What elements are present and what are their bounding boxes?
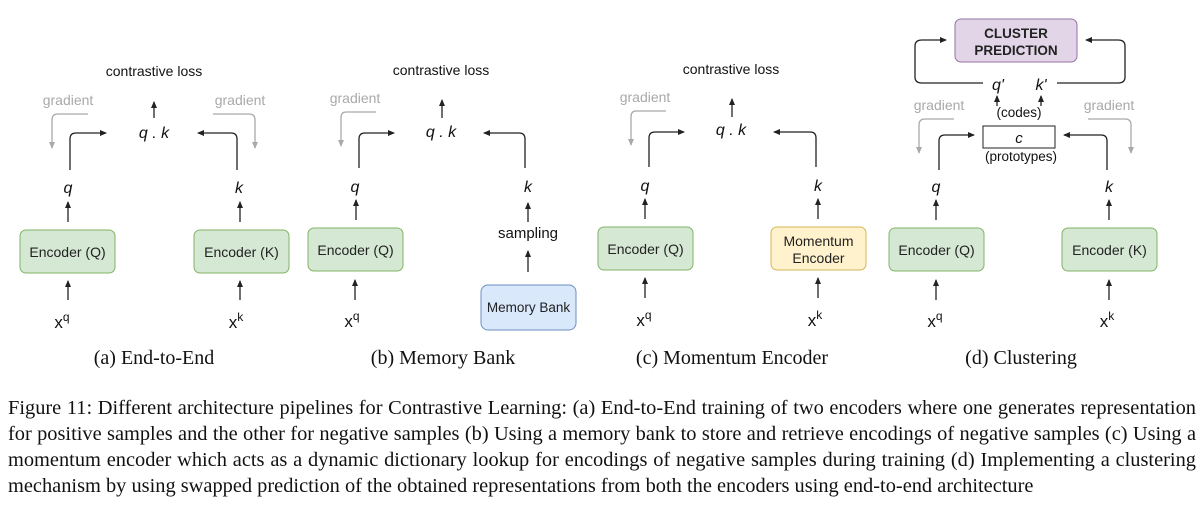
- gradient-arrow-left: [338, 111, 376, 147]
- k-label: k: [524, 179, 533, 196]
- encoder-k-label: Encoder (K): [1072, 242, 1147, 258]
- input-xk: xk: [808, 308, 824, 330]
- contrastive-loss-label: contrastive loss: [683, 61, 779, 77]
- input-xq: xq: [54, 310, 69, 332]
- input-xk: xk: [229, 310, 245, 332]
- subcaption-memory-bank: (b) Memory Bank: [370, 347, 516, 369]
- gradient-label-left: gradient: [43, 92, 94, 108]
- contrastive-loss-label: contrastive loss: [393, 62, 489, 78]
- k-prime-to-cluster-arrow: [1057, 37, 1126, 84]
- encoder-q-box: [307, 227, 404, 272]
- gradient-arrow-right: [1088, 118, 1134, 154]
- figure-caption: Figure 11: Different architecture pipeli…: [8, 397, 1196, 497]
- k-to-similarity-arrow: [773, 129, 817, 167]
- gradient-label-left: gradient: [330, 90, 381, 106]
- q-label: q: [64, 180, 73, 197]
- q-to-similarity-arrow: [358, 130, 395, 168]
- q-label: q: [932, 179, 941, 196]
- k-prime-label: k': [1035, 77, 1047, 94]
- panel-clustering: CLUSTER PREDICTION q' k' (codes) c (prot…: [888, 18, 1158, 331]
- cluster-prediction-line1: CLUSTER: [984, 26, 1048, 41]
- similarity-label: q . k: [426, 124, 457, 141]
- prototypes-box: [982, 125, 1056, 149]
- input-xq: xq: [636, 308, 651, 330]
- subcaption-momentum-encoder: (c) Momentum Encoder: [635, 347, 829, 369]
- subcaption-clustering: (d) Clustering: [965, 347, 1077, 369]
- gradient-label-left: gradient: [620, 89, 671, 105]
- encoder-q-label: Encoder (Q): [607, 241, 683, 257]
- panel-memory-bank: contrastive loss q . k gradient q k Enco…: [307, 62, 577, 331]
- q-label: q: [641, 178, 650, 195]
- encoder-q-box: [888, 227, 985, 272]
- gradient-arrow-left: [916, 118, 954, 154]
- k-label: k: [235, 180, 244, 197]
- encoder-q-box: [19, 229, 116, 274]
- momentum-encoder-label-line2: Encoder: [792, 250, 844, 266]
- panel-momentum-encoder: contrastive loss q . k gradient q k Enco…: [597, 61, 867, 330]
- gradient-arrow-right: [213, 113, 258, 149]
- encoder-q-box: [597, 226, 694, 271]
- gradient-label-left: gradient: [914, 97, 965, 113]
- q-prime-label: q': [992, 77, 1005, 94]
- q-prime-to-cluster-arrow: [914, 37, 983, 84]
- encoder-k-box: [1061, 227, 1158, 272]
- input-xq: xq: [927, 309, 942, 331]
- encoder-k-label: Encoder (K): [204, 244, 279, 260]
- gradient-label-right: gradient: [215, 92, 266, 108]
- q-to-similarity-arrow: [648, 129, 685, 167]
- k-label: k: [814, 178, 823, 195]
- prototype-symbol: c: [1015, 130, 1023, 147]
- architecture-diagrams: contrastive loss q . k gradient gradient…: [19, 18, 1158, 332]
- q-to-similarity-arrow: [69, 130, 107, 170]
- codes-label: (codes): [996, 105, 1041, 120]
- gradient-arrow-left: [628, 110, 666, 146]
- prototypes-label: (prototypes): [985, 149, 1057, 164]
- input-xq: xq: [344, 309, 359, 331]
- encoder-q-label: Encoder (Q): [29, 244, 105, 260]
- encoder-q-label: Encoder (Q): [898, 242, 974, 258]
- memory-bank-box: [480, 284, 577, 331]
- input-xk: xk: [1100, 309, 1116, 331]
- momentum-encoder-label-line1: Momentum: [783, 233, 853, 249]
- q-to-prototypes-arrow: [938, 132, 975, 170]
- gradient-arrow-left: [49, 113, 88, 149]
- contrastive-loss-label: contrastive loss: [106, 63, 202, 79]
- q-label: q: [351, 179, 360, 196]
- similarity-label: q . k: [139, 125, 170, 142]
- encoder-k-box: [193, 229, 290, 274]
- gradient-label-right: gradient: [1084, 97, 1135, 113]
- k-to-prototypes-arrow: [1063, 132, 1108, 170]
- k-label: k: [1105, 179, 1114, 196]
- panel-end-to-end: contrastive loss q . k gradient gradient…: [19, 63, 290, 332]
- sampling-label: sampling: [498, 225, 558, 242]
- momentum-encoder-box: [770, 226, 867, 271]
- encoder-q-label: Encoder (Q): [317, 242, 393, 258]
- subcaption-end-to-end: (a) End-to-End: [93, 347, 215, 369]
- similarity-label: q . k: [716, 122, 747, 139]
- memory-bank-label: Memory Bank: [487, 300, 571, 315]
- k-to-similarity-arrow: [197, 130, 238, 170]
- k-to-similarity-arrow: [483, 130, 526, 168]
- cluster-prediction-box: [954, 18, 1078, 63]
- cluster-prediction-line2: PREDICTION: [974, 43, 1057, 58]
